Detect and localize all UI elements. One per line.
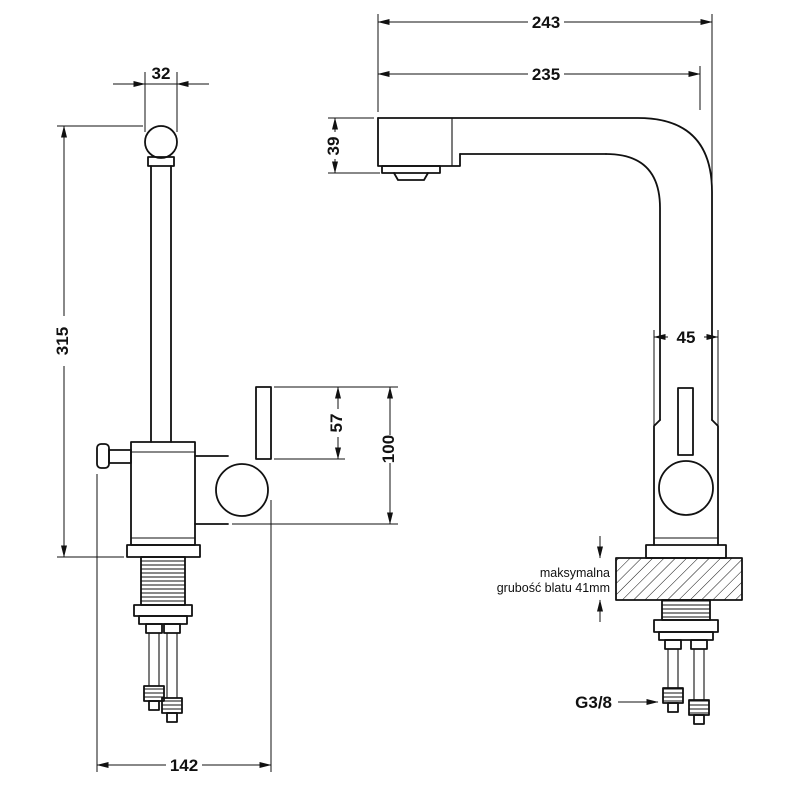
side-spout-head [377,117,461,167]
front-threaded-shank [140,556,186,606]
dim-head-width-label: 32 [152,64,171,83]
countertop-note-line1: maksymalna [540,566,610,580]
dim-body-width: 45 [653,328,719,426]
thread-size-callout: G3/8 [575,693,659,712]
thread-size-label: G3/8 [575,693,612,712]
countertop-note-line2: grubość blatu 41mm [497,581,610,595]
front-hose-stub-right [166,712,178,723]
side-view: 243 235 39 45 maksymalna grub [324,13,743,725]
side-aerator-plate [381,165,441,174]
dim-base-span-label: 142 [170,756,198,775]
front-head-neck [147,156,175,167]
side-hose-connector-left [662,687,684,704]
dim-total-height: 315 [53,125,143,558]
front-head-ball [144,125,178,159]
side-faucet-outline [377,117,743,725]
dim-head-width: 32 [113,64,209,132]
countertop-slab [615,557,743,601]
side-mount-nut [653,619,719,633]
side-hose-crimp-right [690,639,708,650]
dim-overall-depth-label: 243 [532,13,560,32]
dim-spout-reach: 235 [377,65,701,110]
side-joint-ball [658,460,714,516]
front-faucet-outline [96,125,272,723]
dim-overall-depth: 243 [377,13,713,188]
countertop-thickness-note: maksymalna grubość blatu 41mm [497,536,610,622]
dim-spout-outlet-height: 39 [324,117,380,174]
side-hose-connector-right [688,699,710,716]
dim-spout-outlet-height-label: 39 [324,137,343,156]
front-riser-pipe [150,165,172,443]
dim-outlet-height-label: 100 [379,435,398,463]
dim-outlet-drop-label: 57 [327,414,346,433]
front-hose-connector-left [143,685,165,702]
dim-base-span: 142 [96,474,272,775]
front-hose-crimp-left [145,623,163,634]
front-hose-crimp-right [163,623,181,634]
front-hose-connector-right [161,697,183,714]
front-hoses [148,632,178,699]
front-mount-nut [133,604,193,617]
side-mount-washer [658,631,714,641]
side-hose-crimp-left [664,639,682,650]
dim-total-height-label: 315 [53,327,72,355]
dim-spout-reach-label: 235 [532,65,560,84]
dim-outlet-height: 100 [232,386,398,525]
front-handle-blade [255,386,272,460]
side-spout-inner [605,153,661,421]
dim-outlet-drop: 57 [274,386,398,460]
side-handle-blade [677,387,694,456]
front-body [130,441,196,546]
side-threaded-shank [661,599,711,621]
side-hose-stub-right [693,714,705,725]
front-right-arm [194,455,229,525]
front-hose-stub-left [148,700,160,711]
front-mount-washer [138,615,188,625]
side-spout-outer [377,117,713,421]
side-hoses [667,648,705,701]
front-left-lever-stem [108,449,132,464]
side-base-flange [645,544,727,559]
side-hose-stub-left [667,702,679,713]
front-left-lever-knob [96,443,110,469]
side-aerator-tip [393,172,429,181]
front-body-lines [130,451,196,539]
front-base-flange [126,544,201,558]
dim-body-width-label: 45 [677,328,696,347]
front-view: 32 315 57 100 142 [53,64,398,775]
front-joint-ball [215,463,269,517]
